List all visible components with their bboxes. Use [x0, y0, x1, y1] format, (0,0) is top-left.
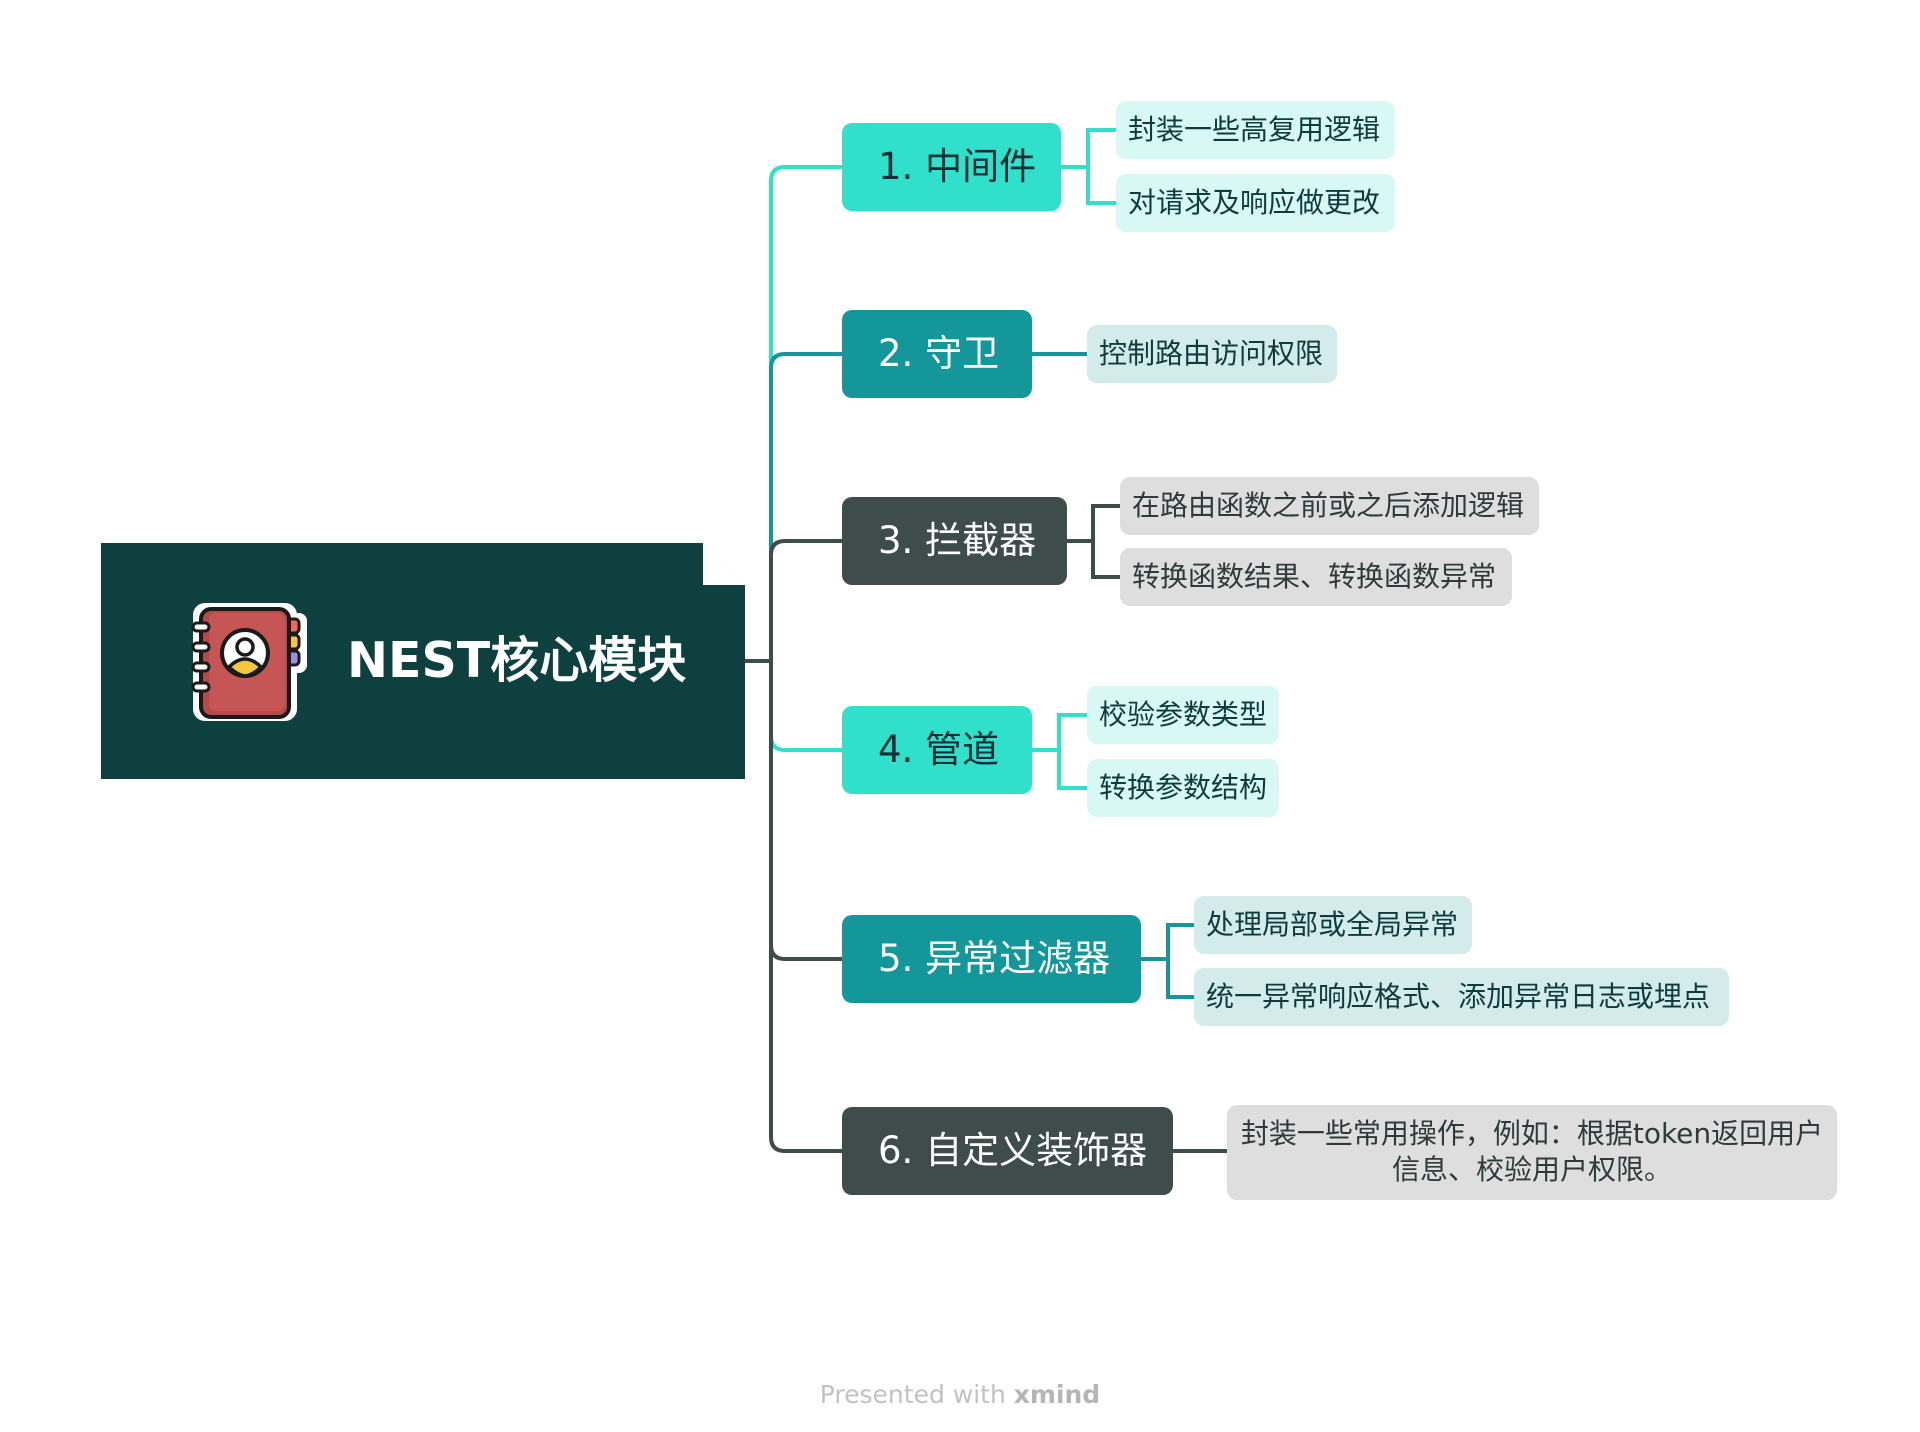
connector-sub-1b [1086, 167, 1116, 205]
footer-prefix: Presented with [819, 1380, 1014, 1409]
topic-label: 4. 管道 [878, 728, 1000, 771]
connector-sub-5b [1166, 959, 1194, 999]
address-book-icon [191, 603, 307, 721]
topic-label: 1. 中间件 [878, 145, 1037, 188]
topic-label: 3. 拦截器 [878, 519, 1037, 562]
connector-sub-4a [1032, 713, 1087, 752]
connector-topic-2 [769, 352, 842, 661]
connector-topic-1 [769, 165, 842, 661]
topic-pipe[interactable]: 4. 管道 [842, 706, 1032, 794]
topic-middleware[interactable]: 1. 中间件 [842, 123, 1061, 211]
connector-topic-4 [769, 661, 842, 752]
connector-sub-3b [1091, 541, 1120, 579]
page-fold-icon [703, 543, 745, 585]
subtopic-interceptor-2[interactable]: 转换函数结果、转换函数异常 [1120, 548, 1512, 606]
topic-label: 6. 自定义装饰器 [878, 1129, 1148, 1172]
connector-topic-5 [769, 661, 842, 961]
topic-label: 2. 守卫 [878, 332, 1000, 375]
subtopic-pipe-1[interactable]: 校验参数类型 [1087, 686, 1279, 744]
subtopic-middleware-1[interactable]: 封装一些高复用逻辑 [1116, 101, 1395, 159]
connector-sub-3a [1067, 504, 1120, 543]
subtopic-interceptor-1[interactable]: 在路由函数之前或之后添加逻辑 [1120, 477, 1539, 535]
subtopic-middleware-2[interactable]: 对请求及响应做更改 [1116, 174, 1395, 232]
subtopic-custom-decorator-1[interactable]: 封装一些常用操作，例如：根据token返回用户信息、校验用户权限。 [1227, 1105, 1837, 1200]
connector-topic-6 [769, 661, 842, 1153]
root-title: NEST核心模块 [347, 632, 687, 689]
connector-sub-1a [1061, 128, 1116, 169]
topic-interceptor[interactable]: 3. 拦截器 [842, 497, 1067, 585]
subtopic-pipe-2[interactable]: 转换参数结构 [1087, 759, 1279, 817]
connector-sub-4b [1057, 750, 1087, 790]
subtopic-guard-1[interactable]: 控制路由访问权限 [1087, 325, 1337, 383]
topic-guard[interactable]: 2. 守卫 [842, 310, 1032, 398]
topic-label: 5. 异常过滤器 [878, 937, 1111, 980]
presented-with-footer: Presented with xmind [0, 1380, 1920, 1409]
root-topic[interactable]: NEST核心模块 [101, 543, 745, 779]
topic-custom-decorator[interactable]: 6. 自定义装饰器 [842, 1107, 1173, 1195]
connector-sub-5a [1141, 923, 1194, 961]
xmind-brand: xmind [1013, 1380, 1101, 1409]
connector-topic-3 [769, 539, 842, 661]
subtopic-exception-filter-1[interactable]: 处理局部或全局异常 [1194, 896, 1472, 954]
topic-exception-filter[interactable]: 5. 异常过滤器 [842, 915, 1141, 1003]
subtopic-exception-filter-2[interactable]: 统一异常响应格式、添加异常日志或埋点 [1194, 968, 1729, 1026]
